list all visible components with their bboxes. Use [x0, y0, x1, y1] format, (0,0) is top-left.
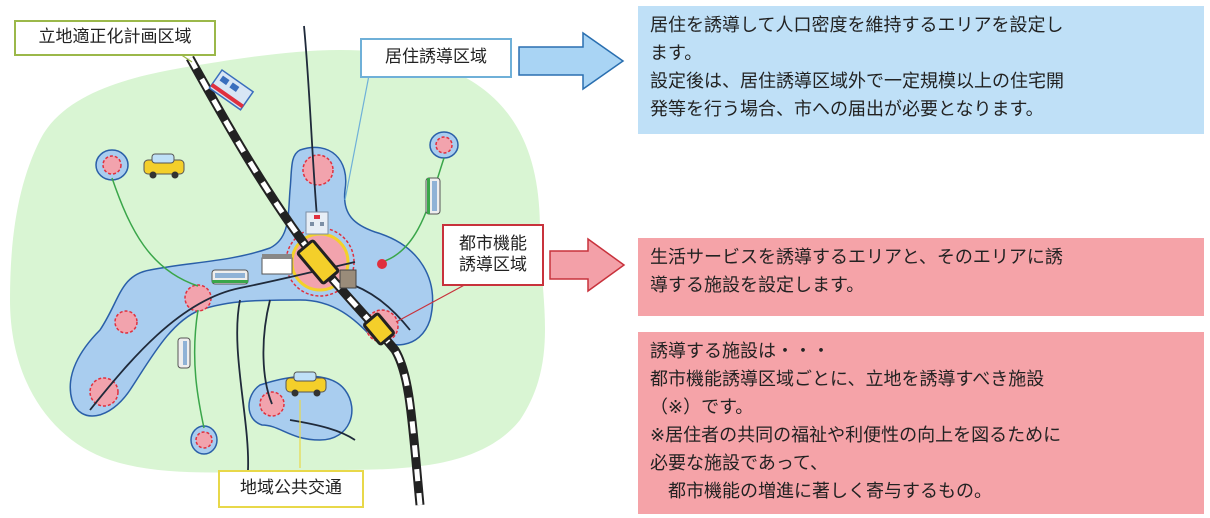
taxi-icon — [143, 153, 185, 179]
arrow-urban-function — [549, 237, 626, 293]
arrow-residential — [518, 31, 625, 91]
facilities-note: 誘導する施設は・・・ 都市機能誘導区域ごとに、立地を誘導すべき施設 （※）です。… — [638, 332, 1204, 514]
facilities-note-line4: ※居住者の共同の福祉や利便性の向上を図るために — [650, 425, 1062, 446]
hub-west2 — [114, 310, 138, 334]
residential-note: 居住を誘導して人口密度を維持するエリアを設定し ます。 設定後は、居住誘導区域外… — [638, 6, 1204, 134]
taxi-icon — [285, 371, 327, 397]
station-south-icon — [363, 312, 395, 346]
bus-icon — [425, 177, 441, 215]
facilities-note-line1: 誘導する施設は・・・ — [650, 341, 830, 362]
building-icon — [339, 269, 357, 289]
hub-nw — [102, 155, 122, 175]
urban-function-note-line2: 導する施設を設定します。 — [650, 275, 865, 296]
residential-note-line1: 居住を誘導して人口密度を維持するエリアを設定し — [650, 15, 1064, 36]
urban-function-zone-label-line2: 誘導区域 — [459, 255, 527, 275]
urban-function-note-line1: 生活サービスを誘導するエリアと、そのエリアに誘 — [650, 247, 1063, 268]
stop-marker — [377, 259, 387, 269]
hub-ne — [435, 136, 453, 154]
residential-note-line2: ます。 — [650, 43, 703, 64]
hub-sw — [195, 431, 213, 449]
bus-icon — [211, 269, 249, 285]
urban-function-zone-label-line1: 都市機能 — [459, 233, 527, 254]
residential-note-line3: 設定後は、居住誘導区域外で一定規模以上の住宅開 — [650, 71, 1064, 92]
facilities-note-line6: 都市機能の増進に著しく寄与するもの。 — [650, 481, 992, 502]
station-central-icon — [296, 239, 340, 285]
train-station-icon — [208, 68, 255, 111]
facilities-note-line2: 都市機能誘導区域ごとに、立地を誘導すべき施設 — [650, 369, 1045, 390]
plan-area-label: 立地適正化計画区域 — [14, 20, 216, 56]
hospital-icon — [305, 211, 329, 235]
hub-north — [302, 154, 334, 186]
residential-note-line4: 発等を行う場合、市への届出が必要となります。 — [650, 99, 1044, 120]
facilities-note-line3: （※）です。 — [650, 397, 754, 418]
public-transport-routes — [111, 157, 445, 429]
shop-icon — [261, 254, 293, 275]
bus-icon — [177, 337, 191, 369]
residential-zone-label: 居住誘導区域 — [360, 38, 512, 78]
urban-function-zone-label: 都市機能 誘導区域 — [442, 224, 544, 286]
railway — [186, 55, 425, 506]
city-map — [10, 25, 545, 506]
urban-function-note: 生活サービスを誘導するエリアと、そのエリアに誘 導する施設を設定します。 — [638, 238, 1204, 316]
facilities-note-line5: 必要な施設であって、 — [650, 453, 829, 474]
public-transport-label: 地域公共交通 — [218, 470, 364, 508]
hub-west — [184, 284, 212, 312]
residential-zones — [69, 131, 459, 455]
